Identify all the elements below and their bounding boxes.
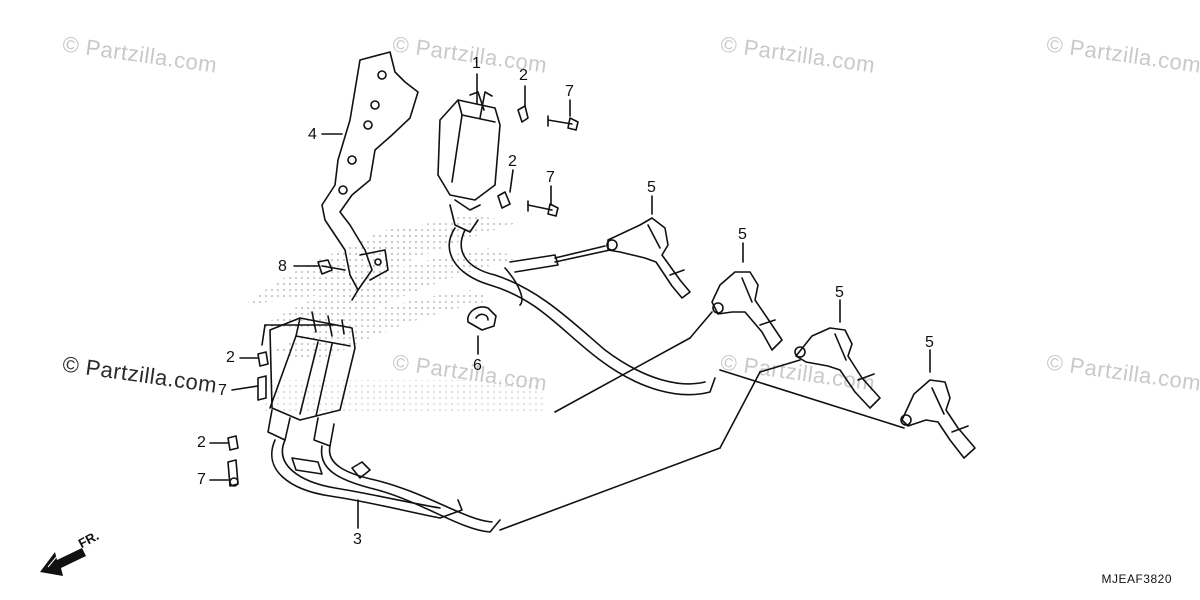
callout-5: 5 bbox=[835, 284, 844, 301]
clip bbox=[497, 191, 511, 209]
spark-plug-cap-2 bbox=[711, 271, 783, 351]
callout-7: 7 bbox=[218, 382, 227, 399]
callout-7: 7 bbox=[565, 83, 574, 100]
callout-7: 7 bbox=[546, 169, 555, 186]
callout-5: 5 bbox=[647, 179, 656, 196]
callout-5: 5 bbox=[738, 226, 747, 243]
callout-5: 5 bbox=[925, 334, 934, 351]
bolt bbox=[257, 375, 267, 401]
callout-2: 2 bbox=[519, 67, 528, 84]
clip bbox=[257, 351, 269, 367]
diagram-code: MJEAF3820 bbox=[1101, 572, 1172, 586]
wire-clamp bbox=[467, 306, 497, 331]
callout-2: 2 bbox=[197, 434, 206, 451]
callout-2: 2 bbox=[508, 153, 517, 170]
clip bbox=[227, 435, 239, 451]
front-direction-arrow-icon bbox=[40, 548, 86, 576]
ignition-coil-lower bbox=[267, 311, 356, 447]
callout-2: 2 bbox=[226, 349, 235, 366]
spark-plug-cap-3 bbox=[794, 327, 881, 409]
callout-8: 8 bbox=[278, 258, 287, 275]
bolt bbox=[547, 115, 579, 131]
bolt bbox=[227, 459, 239, 487]
callout-7: 7 bbox=[197, 471, 206, 488]
callout-4: 4 bbox=[308, 126, 317, 143]
ignition-coil-bracket bbox=[321, 51, 419, 301]
spark-plug-cap-1 bbox=[606, 217, 691, 299]
spark-plug-cap-4 bbox=[900, 379, 976, 459]
callout-1: 1 bbox=[472, 55, 481, 72]
callout-3: 3 bbox=[353, 531, 362, 548]
clip bbox=[517, 105, 529, 123]
bolt-8 bbox=[317, 259, 346, 275]
ignition-wire-lower bbox=[271, 439, 501, 533]
honda-wing-logo bbox=[245, 215, 545, 415]
ignition-coil-upper bbox=[437, 91, 501, 233]
bolt bbox=[527, 200, 559, 217]
callout-6: 6 bbox=[473, 357, 482, 374]
ignition-wire-upper bbox=[448, 227, 716, 396]
